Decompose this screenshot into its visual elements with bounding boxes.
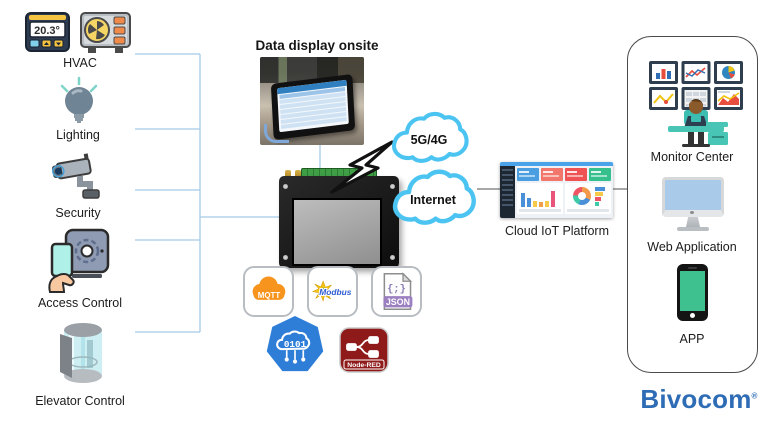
node-label-security: Security <box>55 206 101 220</box>
iot-gateway-device <box>279 168 399 268</box>
svg-text:JSON: JSON <box>386 297 410 307</box>
protocol-mqtt: MQTT <box>243 266 294 317</box>
json-file-icon: {;} JSON <box>383 272 413 311</box>
mqtt-cloud-icon: MQTT <box>252 276 286 300</box>
brand-trademark: ® <box>751 391 758 401</box>
lightning-bolt-icon <box>330 140 394 194</box>
thermostat-reading: 20.3° <box>34 25 60 37</box>
protocol-json: {;} JSON <box>371 266 422 317</box>
node-label-monitor-center: Monitor Center <box>650 150 734 164</box>
cloud-5g4g: 5G/4G <box>388 110 470 170</box>
modbus-icon: Modbus <box>312 280 353 302</box>
cloud-5g4g-label: 5G/4G <box>410 133 448 147</box>
node-label-web-application: Web Application <box>647 240 737 254</box>
app-phone-icon <box>677 264 708 321</box>
svg-text:{;}: {;} <box>387 284 405 296</box>
onsite-display-photo <box>260 57 364 145</box>
web-application-icon <box>662 177 724 235</box>
node-label-hvac: HVAC <box>63 56 97 70</box>
node-label-access-control: Access Control <box>37 296 123 310</box>
protocol-modbus: Modbus <box>307 266 358 317</box>
security-camera-icon <box>52 153 100 199</box>
svg-text:Node-RED: Node-RED <box>347 362 381 369</box>
svg-text:MQTT: MQTT <box>258 291 281 300</box>
brand-name: Bivocom <box>640 384 752 414</box>
photo-title: Data display onsite <box>255 38 379 53</box>
ac-unit-icon <box>80 12 131 53</box>
clients-panel <box>627 36 758 373</box>
svg-text:0101: 0101 <box>284 339 307 350</box>
device-screen <box>292 198 382 266</box>
monitor-center-icon <box>649 61 743 147</box>
cloud-internet-label: Internet <box>410 193 456 207</box>
node-label-lighting: Lighting <box>56 128 100 142</box>
svg-text:Modbus: Modbus <box>319 287 352 297</box>
protocol-nodered: Node-RED <box>339 327 389 373</box>
brand-logo: Bivocom® <box>638 384 760 415</box>
node-label-app: APP <box>679 332 705 346</box>
lightbulb-icon <box>60 76 98 123</box>
platform-label: Cloud IoT Platform <box>505 224 609 238</box>
protocol-cloud-code: 0101 <box>266 316 324 372</box>
thermostat-icon: 20.3° <box>25 12 70 52</box>
node-label-elevator-control: Elevator Control <box>35 394 125 408</box>
cloud-internet: Internet <box>386 168 480 232</box>
elevator-icon <box>60 322 102 383</box>
access-control-icon <box>48 228 110 293</box>
cloud-iot-platform-screenshot <box>500 162 613 218</box>
